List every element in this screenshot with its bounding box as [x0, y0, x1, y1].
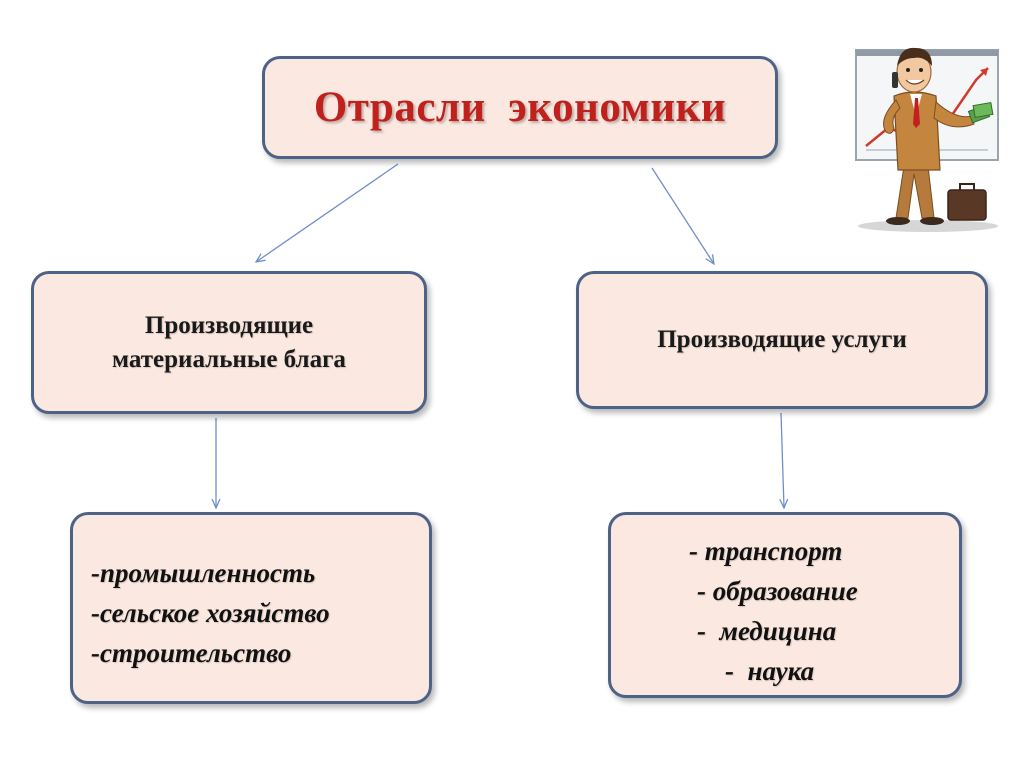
category-left-line-1: Производящие: [144, 311, 314, 339]
list-item: - медицина: [697, 616, 837, 646]
list-material-industries: -промышленность -сельское хозяйство -стр…: [70, 512, 432, 704]
arrow-root-to-right: [651, 167, 714, 264]
list-item: -сельское хозяйство: [91, 598, 330, 628]
list-item: - транспорт: [689, 536, 843, 566]
category-services: Производящие услуги: [576, 271, 988, 409]
arrow-right-to-list: [781, 412, 784, 508]
arrow-root-to-left: [256, 163, 399, 262]
list-service-industries: - транспорт - образование - медицина - н…: [608, 512, 962, 698]
list-item: - наука: [725, 656, 815, 686]
root-node: Отрасли экономики: [262, 56, 778, 159]
category-right-label: Производящие услуги: [657, 326, 907, 353]
list-item: -строительство: [91, 638, 292, 668]
category-material-goods: Производящие материальные блага: [31, 271, 427, 414]
list-item: -промышленность: [91, 558, 316, 588]
root-title: Отрасли экономики: [313, 84, 727, 131]
businessman-icon: [855, 47, 999, 232]
list-item: - образование: [697, 576, 858, 606]
category-left-line-2: материальные блага: [112, 345, 346, 373]
